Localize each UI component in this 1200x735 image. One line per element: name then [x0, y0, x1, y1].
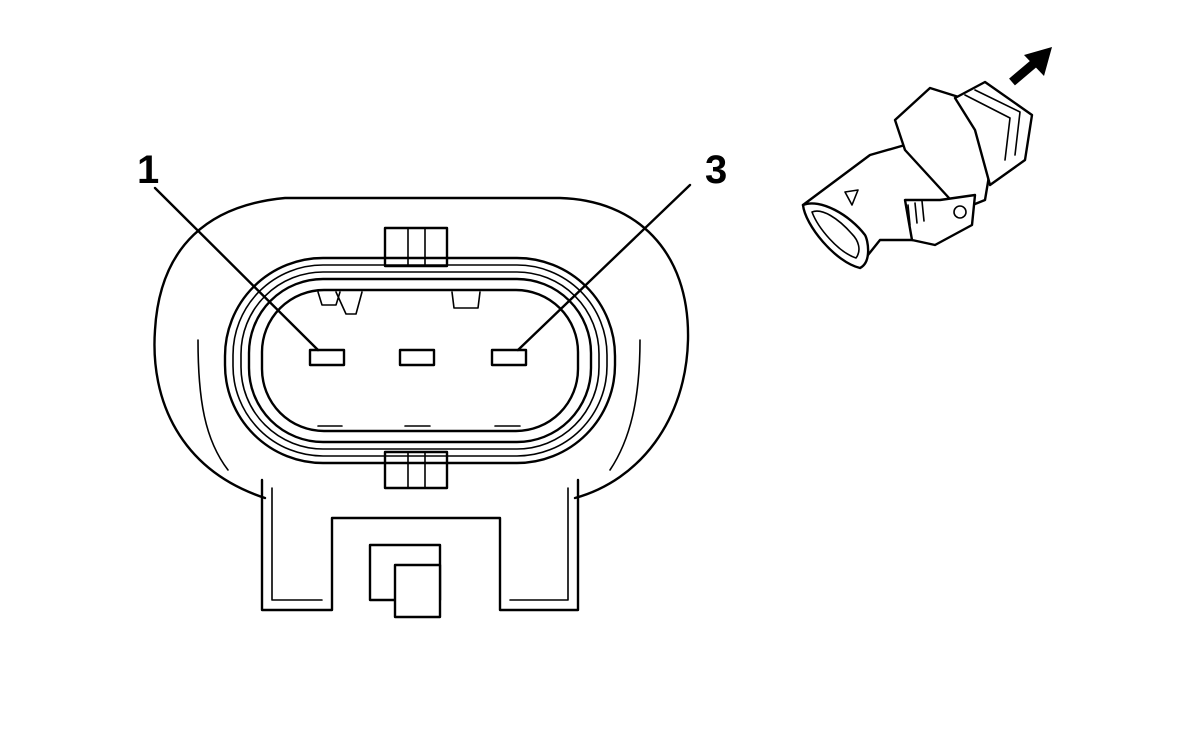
mounting-bracket-inner [271, 487, 569, 601]
terminal-pin-1 [308, 348, 346, 367]
keying-feature-right [451, 291, 481, 309]
seal-ring-4 [247, 277, 593, 444]
keying-feature-clip [335, 291, 363, 315]
mounting-bracket [260, 478, 580, 612]
seal-ring-outer [223, 256, 617, 465]
keying-feature-left [317, 291, 341, 306]
callout-label-3: 3 [705, 148, 727, 192]
callout-leader-3 [516, 183, 692, 352]
iso-bracket-hole [953, 205, 967, 219]
connector-outer-flange [153, 196, 690, 500]
terminal-pin-2 [398, 348, 436, 367]
callout-label-1: 1 [137, 148, 159, 192]
arrow-up-right-icon [1009, 47, 1052, 86]
iso-rear-ring [974, 89, 1021, 156]
iso-front-cavity [811, 210, 860, 259]
connector-isometric-view [801, 80, 1034, 270]
callouts: 1 3 [137, 148, 727, 352]
top-latch [383, 226, 449, 268]
connector-inner-flange [197, 339, 641, 471]
connector-face-view [153, 196, 690, 619]
iso-bracket-ribs [907, 200, 925, 226]
connector-cavity [260, 288, 580, 433]
latch-tab [393, 563, 442, 619]
iso-latch-detail [844, 189, 859, 206]
seal-ring-2 [232, 264, 608, 457]
callout-leader-1 [153, 186, 320, 352]
seal-ring-3 [240, 271, 600, 450]
terminal-pin-3 [490, 348, 528, 367]
iso-front-face [801, 202, 870, 270]
iso-rear-ring [964, 94, 1011, 161]
bottom-latch [383, 450, 449, 490]
